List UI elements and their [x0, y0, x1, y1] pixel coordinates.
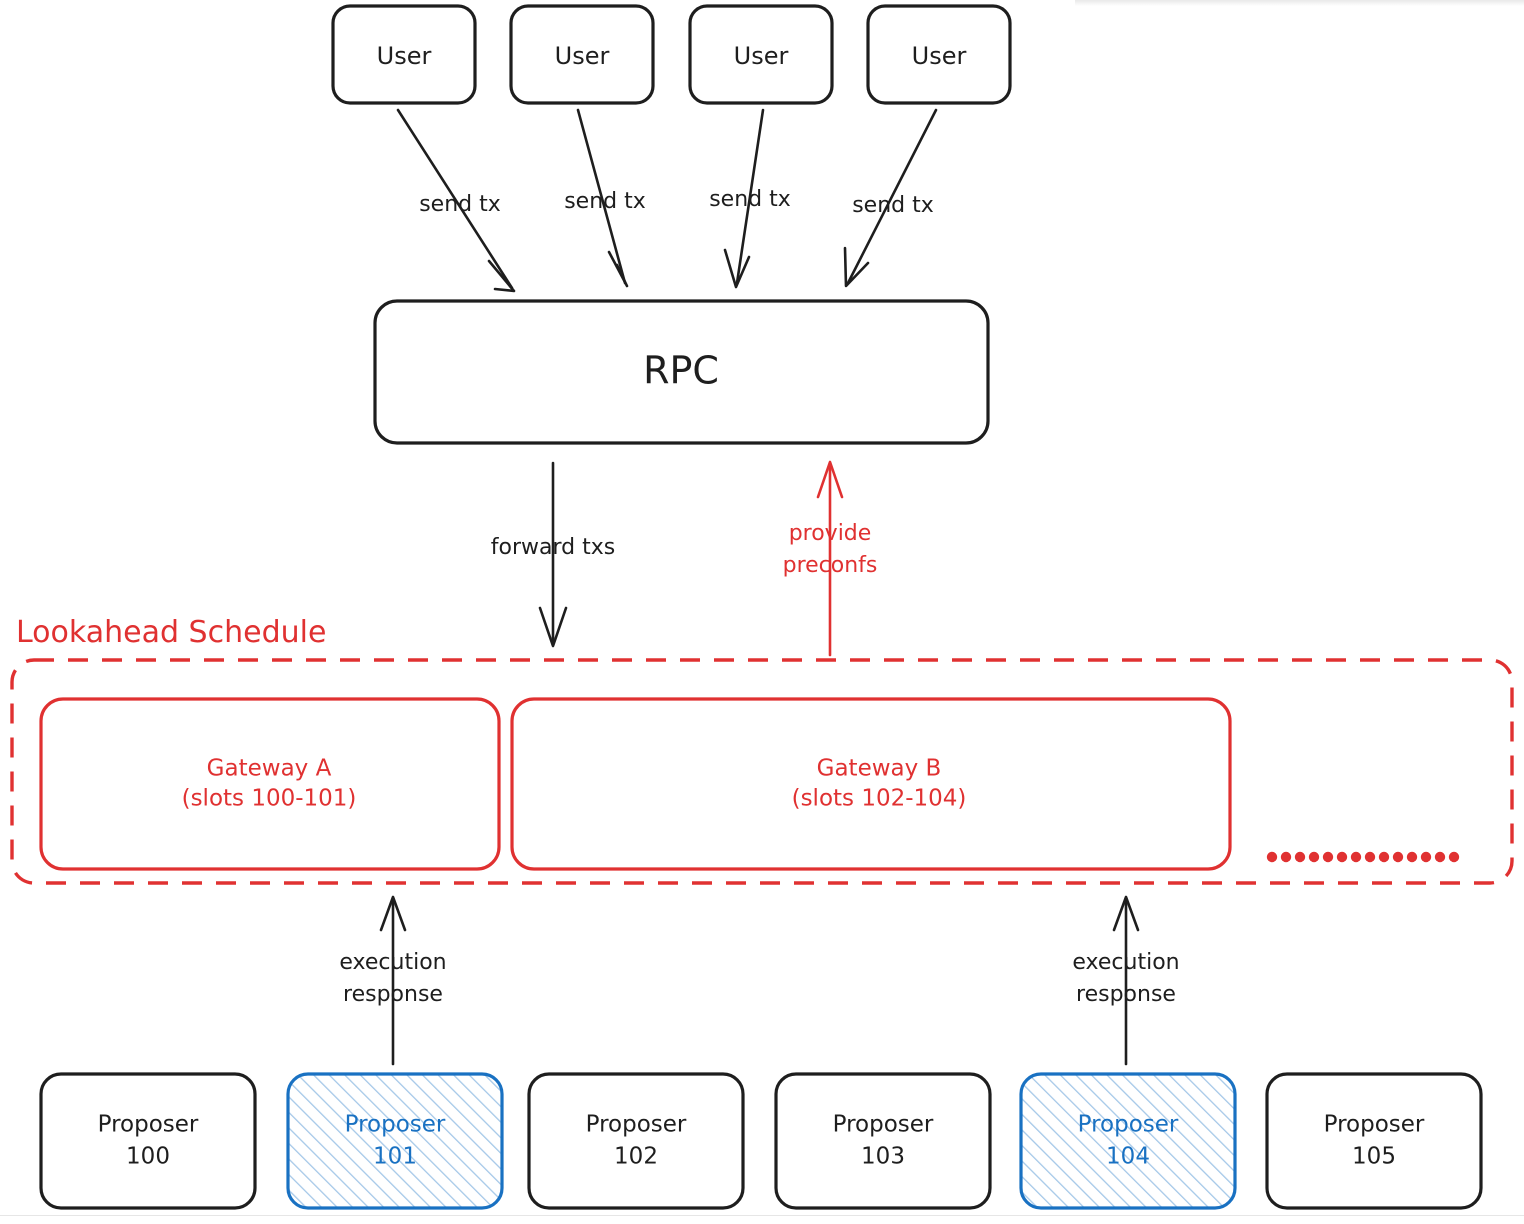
proposer-box-105[interactable]: [1265, 1072, 1483, 1210]
send-tx-label-3: send tx: [709, 187, 791, 212]
send-tx-arrow-1: send tx: [396, 108, 516, 293]
send-tx-arrow-3: send tx: [709, 108, 791, 289]
execution-response-arrow-left: execution response: [339, 895, 447, 1066]
gateway-b-slots: (slots 102-104): [792, 786, 967, 812]
proposer-label-102-name: Proposer: [586, 1112, 687, 1138]
proposer-label-104-name: Proposer: [1078, 1112, 1179, 1138]
lookahead-schedule-container: [10, 658, 1514, 885]
schedule-continuation-dots: ..............: [1266, 851, 1460, 863]
provide-preconfs-label-line1: provide: [789, 521, 872, 546]
provide-preconfs-label-line2: preconfs: [783, 553, 878, 578]
proposer-node-104[interactable]: Proposer 104: [1019, 1072, 1237, 1210]
gateway-a-slots: (slots 100-101): [182, 786, 357, 812]
gateway-b-node[interactable]: Gateway B (slots 102-104): [510, 697, 1232, 871]
send-tx-label-4: send tx: [852, 193, 934, 218]
proposer-label-100-name: Proposer: [98, 1112, 199, 1138]
send-tx-arrow-2: send tx: [564, 108, 646, 288]
proposer-label-102-number: 102: [614, 1144, 658, 1170]
execution-response-arrow-right: execution response: [1072, 895, 1180, 1066]
execution-response-label-right-line1: execution: [1072, 950, 1179, 975]
forward-txs-arrow: forward txs: [491, 461, 615, 648]
proposer-box-104[interactable]: [1019, 1072, 1237, 1210]
proposer-label-104-number: 104: [1106, 1144, 1150, 1170]
proposer-label-103-number: 103: [861, 1144, 905, 1170]
execution-response-label-right-line2: response: [1076, 982, 1176, 1007]
gateway-a-box[interactable]: [39, 697, 501, 871]
lookahead-schedule-title: Lookahead Schedule: [16, 615, 326, 650]
user-box-1[interactable]: [331, 4, 477, 105]
proposer-node-105[interactable]: Proposer 105: [1265, 1072, 1483, 1210]
send-tx-arrow-4: send tx: [843, 108, 938, 288]
user-node-1[interactable]: User: [331, 4, 477, 105]
proposer-node-102[interactable]: Proposer 102: [527, 1072, 745, 1210]
rpc-label: RPC: [643, 349, 719, 393]
top-edge-band: [1075, 0, 1524, 6]
proposer-node-100[interactable]: Proposer 100: [39, 1072, 257, 1210]
execution-response-label-left-line2: response: [343, 982, 443, 1007]
proposer-node-101[interactable]: Proposer 101: [286, 1072, 504, 1210]
user-node-4[interactable]: User: [866, 4, 1012, 105]
user-node-3[interactable]: User: [688, 4, 834, 105]
gateway-b-name: Gateway B: [817, 756, 942, 782]
provide-preconfs-arrow: provide preconfs: [783, 460, 878, 657]
rpc-box[interactable]: [373, 299, 990, 445]
user-node-2[interactable]: User: [509, 4, 655, 105]
user-label-3: User: [734, 42, 789, 70]
execution-response-label-left-line1: execution: [339, 950, 446, 975]
proposer-box-101[interactable]: [286, 1072, 504, 1210]
user-label-1: User: [377, 42, 432, 70]
send-tx-label-2: send tx: [564, 189, 646, 214]
send-tx-label-1: send tx: [419, 192, 501, 217]
user-label-2: User: [555, 42, 610, 70]
user-box-3[interactable]: [688, 4, 834, 105]
proposer-node-103[interactable]: Proposer 103: [774, 1072, 992, 1210]
user-label-4: User: [912, 42, 967, 70]
user-box-2[interactable]: [509, 4, 655, 105]
forward-txs-label: forward txs: [491, 535, 615, 560]
gateway-b-box[interactable]: [510, 697, 1232, 871]
gateway-a-name: Gateway A: [207, 756, 332, 782]
proposer-label-101-name: Proposer: [345, 1112, 446, 1138]
gateway-a-node[interactable]: Gateway A (slots 100-101): [39, 697, 501, 871]
proposer-label-105-name: Proposer: [1324, 1112, 1425, 1138]
rpc-node[interactable]: RPC: [373, 299, 990, 445]
user-box-4[interactable]: [866, 4, 1012, 105]
bottom-edge-rule: [0, 1215, 1524, 1216]
proposer-box-100[interactable]: [39, 1072, 257, 1210]
proposer-label-101-number: 101: [373, 1144, 417, 1170]
proposer-box-103[interactable]: [774, 1072, 992, 1210]
proposer-label-103-name: Proposer: [833, 1112, 934, 1138]
proposer-label-105-number: 105: [1352, 1144, 1396, 1170]
proposer-label-100-number: 100: [126, 1144, 170, 1170]
proposer-box-102[interactable]: [527, 1072, 745, 1210]
